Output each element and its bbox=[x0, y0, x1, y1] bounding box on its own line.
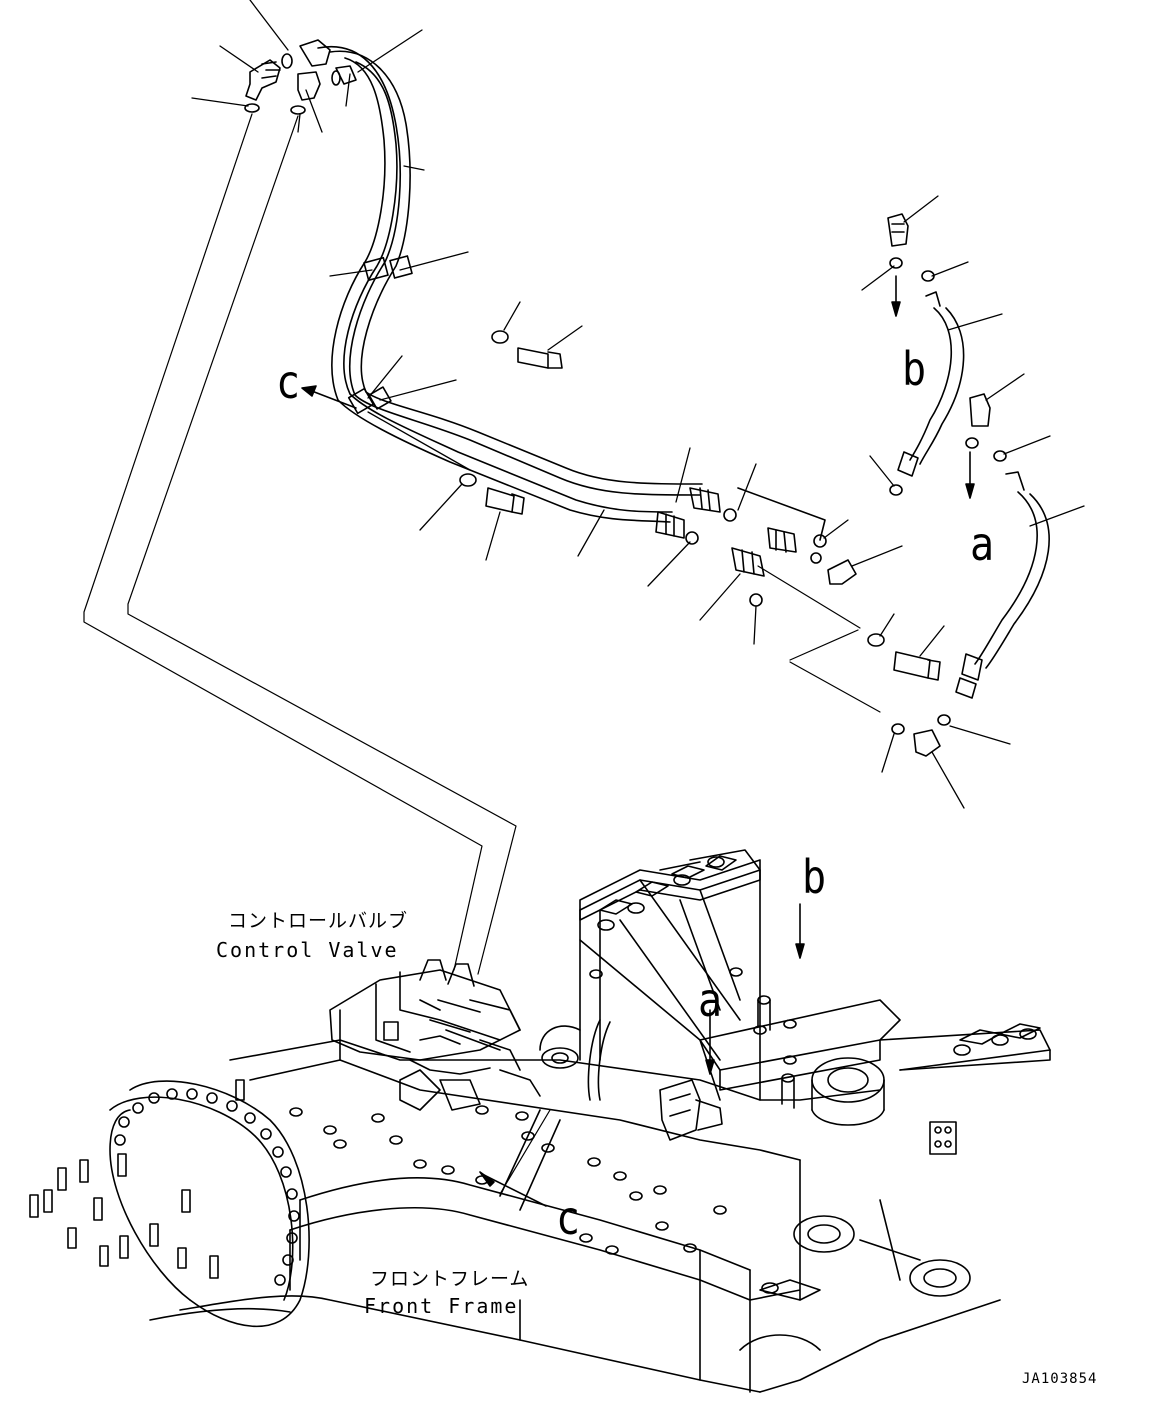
frame-fitting bbox=[659, 1079, 723, 1141]
letter-a-top: a bbox=[970, 518, 995, 572]
letter-b-frame: b bbox=[802, 851, 827, 905]
drawing-code: JA103854 bbox=[1022, 1371, 1098, 1387]
right-hoses bbox=[789, 213, 1050, 757]
front-frame-label-en: Front Frame bbox=[364, 1294, 519, 1318]
frame-studs bbox=[29, 1079, 245, 1279]
control-valve bbox=[329, 959, 541, 1111]
letter-a-frame: a bbox=[698, 974, 723, 1028]
c-arrow-top bbox=[301, 385, 357, 409]
frame-bolts bbox=[289, 967, 797, 1255]
letter-b-top: b bbox=[902, 343, 927, 397]
leader-lines bbox=[191, 0, 1085, 809]
control-valve-label-en: Control Valve bbox=[216, 938, 399, 962]
main-hose-assembly bbox=[244, 39, 861, 629]
frame-arrows bbox=[479, 903, 805, 1207]
front-frame bbox=[29, 849, 1051, 1393]
letter-c-top: c bbox=[276, 356, 301, 410]
letter-c-frame: c bbox=[556, 1192, 581, 1246]
ring-holes bbox=[114, 1088, 300, 1286]
control-valve-label-jp: コントロールバルブ bbox=[228, 910, 409, 932]
valve-connection-lines bbox=[83, 113, 517, 975]
front-frame-label-jp: フロントフレーム bbox=[370, 1268, 530, 1290]
